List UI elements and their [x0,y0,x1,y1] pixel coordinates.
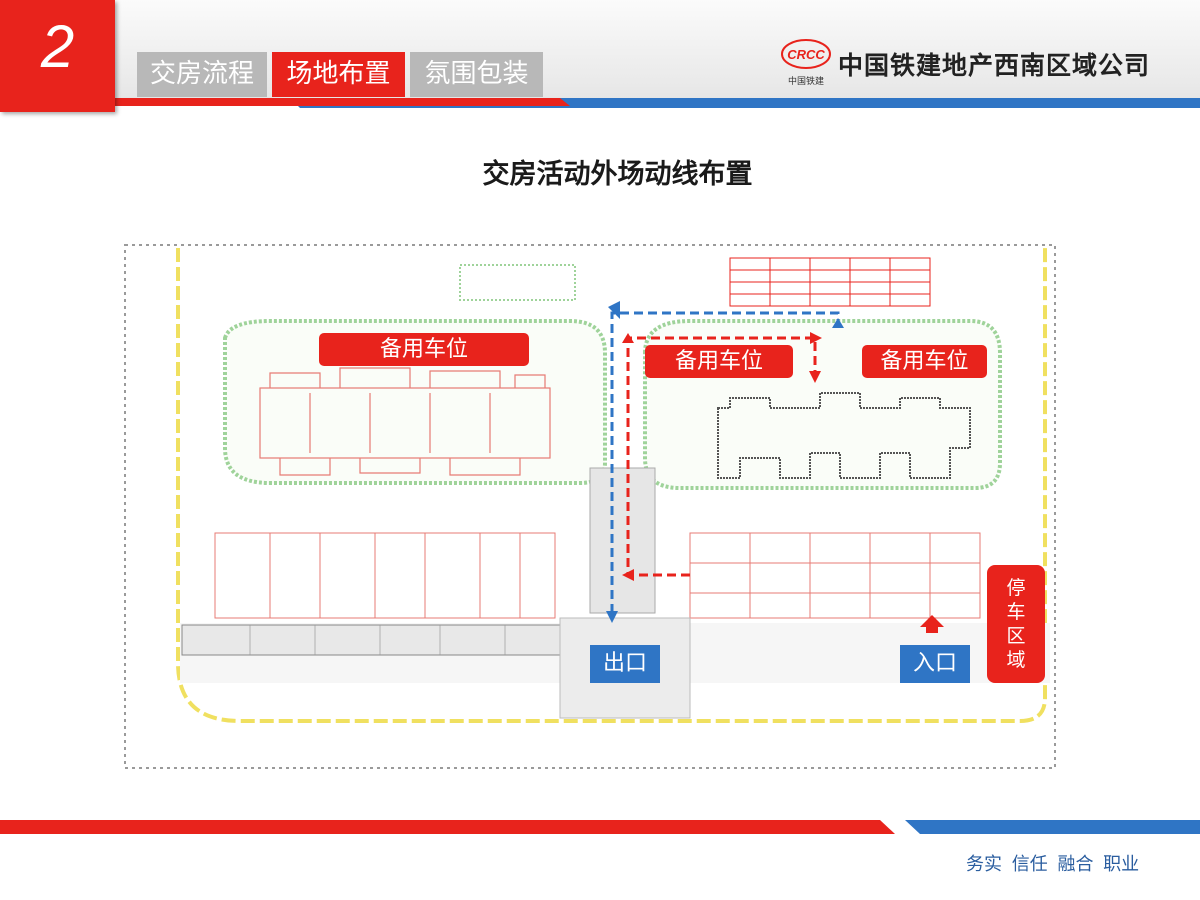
logo-subtitle: 中国铁建 [787,77,824,87]
entrance-label: 入口 [900,645,970,683]
site-plan-map [124,244,1056,769]
parking-char-4: 域 [1006,649,1026,671]
blue-arrow-down-icon [606,611,618,623]
footer-stripe [0,820,1200,834]
blue-arrow-up-icon [832,318,844,328]
blue-arrow-left-icon [608,301,620,319]
spare-parking-label-2: 备用车位 [645,345,793,378]
red-arrow-down-icon [809,371,821,383]
crcc-logo-icon: CRCC [781,39,831,69]
tab-handover-process[interactable]: 交房流程 [137,52,267,97]
parking-char-3: 区 [1006,625,1026,647]
exit-label: 出口 [590,645,660,683]
footer-motto: 务实 信任 融合 职业 [966,854,1140,875]
red-arrow-right-icon [810,332,822,344]
company-name: 中国铁建地产西南区域公司 [838,51,1151,80]
header-stripe [0,98,1200,108]
red-arrow-left-icon [622,569,634,581]
spare-parking-label-3: 备用车位 [862,345,987,378]
section-number-box: 2 [0,0,115,112]
red-arrow-up-icon [622,333,634,343]
parking-char-1: 停 [1006,577,1026,599]
tab-site-layout[interactable]: 场地布置 [272,52,405,97]
page-title: 交房活动外场动线布置 [482,159,753,190]
parking-area-label: 停 车 区 域 [987,565,1045,683]
parking-char-2: 车 [1006,601,1026,623]
tab-atmosphere-decor[interactable]: 氛围包装 [410,52,543,97]
spare-parking-label-1: 备用车位 [319,333,529,366]
section-number: 2 [40,13,75,80]
entrance-arrow-icon [920,615,944,633]
svg-text:CRCC: CRCC [787,47,825,62]
